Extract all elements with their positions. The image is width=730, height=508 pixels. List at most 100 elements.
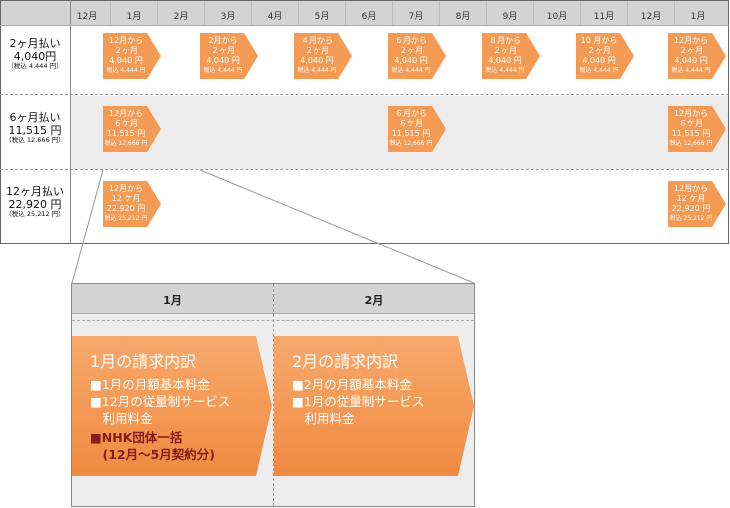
- row-price: 4,040円: [13, 49, 57, 63]
- arrow-duration: ６ケ月: [114, 119, 138, 128]
- row-price: 22,920 円: [8, 197, 62, 211]
- arrow-duration: ２ヶ月: [211, 46, 235, 55]
- arrow-duration: ２ヶ月: [114, 46, 138, 55]
- arrow-duration: ６ケ月: [399, 119, 423, 128]
- arrow-duration: 12 ケ月: [676, 194, 706, 203]
- schedule-table: [0, 0, 729, 244]
- detail-column-divider: [273, 284, 274, 506]
- detail-header-jan-label: 1月: [163, 294, 182, 307]
- arrow-start: 12月から: [108, 184, 144, 193]
- row-price: 11,515 円: [8, 123, 62, 137]
- detail-header-feb: [274, 284, 474, 313]
- month-tick: [251, 1, 252, 25]
- arrow-price: 4,040 円: [674, 56, 708, 65]
- month-label: 11月: [593, 12, 615, 22]
- arrow-tax: 税込 25,212 円: [104, 215, 148, 222]
- jan-nhk-item: (12月〜5月契約分): [90, 447, 216, 462]
- corner-cell: [1, 1, 70, 25]
- feb-item: ■2月の月額基本料金: [292, 377, 412, 392]
- month-tick: [674, 1, 675, 25]
- month-label: 1月: [690, 12, 706, 22]
- arrow-tax: 税込 25,212 円: [669, 215, 713, 222]
- arrow-start: 2月から: [208, 36, 238, 45]
- arrow-tax: 税込 12,666 円: [104, 140, 148, 147]
- jan-item: 利用料金: [90, 411, 153, 426]
- arrow-duration: ６ケ月: [679, 119, 703, 128]
- row-label-12month: 12ヶ月払い 22,920 円 （税込 25,212 円）: [0, 185, 70, 219]
- arrow-tax: 税込 4,444 円: [106, 67, 146, 74]
- arrow-start: 12月から: [108, 109, 144, 118]
- month-label: 4月: [267, 12, 283, 22]
- arrow-tax: 税込 4,444 円: [579, 67, 619, 74]
- arrow-duration: ２ヶ月: [493, 46, 517, 55]
- row-tax: （税込 4,444 円）: [7, 62, 63, 71]
- row-tax: （税込 12,666 円）: [5, 136, 65, 145]
- month-label: 12月: [76, 12, 98, 22]
- arrow-start: ６月から: [395, 36, 427, 45]
- feb-item: 利用料金: [292, 411, 355, 426]
- arrow-duration: ２ヶ月: [399, 46, 423, 55]
- month-tick: [580, 1, 581, 25]
- arrow-price: 22,920 円: [106, 204, 146, 213]
- arrow-price: 4,040 円: [394, 56, 428, 65]
- jan-breakdown: 1月の請求内訳 ■1月の月額基本料金 ■12月の従量制サービス 利用料金 ■NH…: [72, 336, 272, 476]
- month-label: 12月: [640, 12, 662, 22]
- arrow-start: 12月から: [673, 109, 709, 118]
- month-label: 2月: [173, 12, 189, 22]
- month-tick: [486, 1, 487, 25]
- arrow-price: 22,920 円: [671, 204, 711, 213]
- arrow-duration: ２ヶ月: [305, 46, 329, 55]
- detail-header-feb-label: 2月: [364, 294, 384, 307]
- row-name: 2ヶ月払い: [9, 37, 61, 50]
- arrow-tax: 税込 4,444 円: [671, 67, 711, 74]
- connector-left: [71, 169, 104, 284]
- jan-item: ■12月の従量制サービス: [90, 394, 231, 409]
- month-label: 10月: [546, 12, 568, 22]
- arrow-tax: 税込 4,444 円: [203, 67, 243, 74]
- month-tick: [157, 1, 158, 25]
- month-label: 7月: [408, 12, 424, 22]
- arrow-start: 12月から: [673, 184, 709, 193]
- month-tick: [533, 1, 534, 25]
- row-name: 12ヶ月払い: [6, 185, 64, 198]
- month-tick: [110, 1, 111, 25]
- row-label-2month: 2ヶ月払い 4,040円 （税込 4,444 円）: [0, 37, 70, 71]
- month-tick: [204, 1, 205, 25]
- arrow-price: 11,515 円: [391, 129, 431, 138]
- arrow-price: 4,040 円: [109, 56, 143, 65]
- arrow-price: 11,515 円: [671, 129, 711, 138]
- month-label: 9月: [502, 12, 518, 22]
- arrow-price: 4,040 円: [300, 56, 334, 65]
- arrow-start: 12月から: [108, 36, 144, 45]
- arrow-start: 12月から: [673, 36, 709, 45]
- month-tick: [298, 1, 299, 25]
- jan-item: ■1月の月額基本料金: [90, 377, 210, 392]
- jan-nhk-item: ■NHK団体一括: [90, 430, 183, 445]
- arrow-price: 4,040 円: [488, 56, 522, 65]
- arrow-tax: 税込 12,666 円: [389, 140, 433, 147]
- month-tick: [392, 1, 393, 25]
- month-tick: [439, 1, 440, 25]
- arrow-start: ６月から: [395, 109, 427, 118]
- arrow-tax: 税込 4,444 円: [391, 67, 431, 74]
- arrow-tax: 税込 4,444 円: [297, 67, 337, 74]
- arrow-tax: 税込 4,444 円: [485, 67, 525, 74]
- row-label-6month: 6ヶ月払い 11,515 円 （税込 12,666 円）: [0, 111, 70, 145]
- detail-dash-line: [72, 320, 474, 321]
- feb-breakdown: 2月の請求内訳 ■2月の月額基本料金 ■1月の従量制サービス 利用料金: [274, 336, 474, 476]
- label-divider: [70, 0, 71, 244]
- arrow-duration: ２ヶ月: [679, 46, 703, 55]
- connector-right: [199, 169, 475, 284]
- arrow-start: 10 月から: [580, 36, 618, 45]
